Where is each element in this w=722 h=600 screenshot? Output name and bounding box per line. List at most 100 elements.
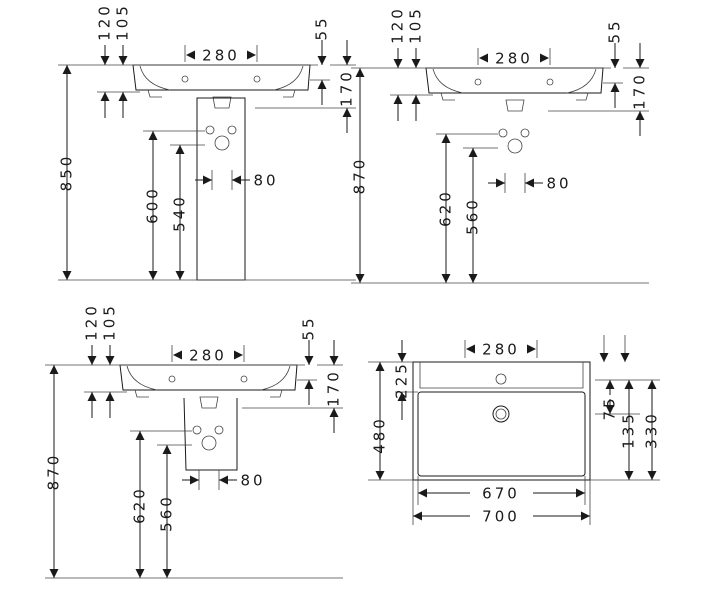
waste-hole-icon [201, 435, 217, 451]
waste-trap [505, 99, 525, 112]
depth-120-arrow-icon [87, 356, 97, 365]
rim-55-arrow-icon [317, 80, 327, 89]
tap-hole-icon [546, 78, 554, 86]
height-dimension-arrow-top-icon [355, 68, 365, 77]
plan-arrow-icon [599, 353, 609, 362]
supply-hole-icon [520, 128, 530, 138]
offset-80-arrow-icon [232, 175, 241, 185]
depth-170-arrow-icon [329, 356, 339, 365]
depth-170-label: 170 [338, 69, 356, 107]
supply-height-dimension-arrow-bottom-icon [148, 271, 158, 280]
offset-80-label: 80 [240, 472, 265, 490]
waste-height-dimension-arrow-top-icon [468, 148, 478, 157]
depth-120-arrow-icon [100, 92, 110, 101]
depth-105-arrow-icon [411, 59, 421, 68]
plan-depth-480-arrow-top-icon [375, 362, 385, 371]
plan-330-label: 330 [643, 411, 661, 449]
rim-55-label: 55 [313, 15, 331, 40]
waste-hole-icon [214, 135, 230, 151]
waste-height-dimension-label: 560 [158, 494, 176, 532]
waste-height-dimension-arrow-bottom-icon [175, 271, 185, 280]
depth-120-label: 120 [96, 3, 114, 41]
basin-outline [425, 67, 604, 94]
plan-280-label: 280 [482, 341, 520, 359]
plan-basin-bowl [417, 391, 586, 477]
supply-height-dimension-label: 620 [437, 189, 455, 227]
plan-225-arrow-icon [397, 392, 407, 401]
plan-135-arrow-top-icon [624, 380, 634, 389]
plan-135-arrow-bottom-icon [624, 471, 634, 480]
plan-75-arrow-icon [605, 405, 615, 414]
basin-bowl-contour [139, 65, 304, 91]
plan-280-arrow-icon [466, 344, 475, 354]
plan-700-arrow-icon [581, 511, 590, 521]
supply-hole-icon [227, 125, 237, 135]
offset-80-arrow-icon [496, 178, 505, 188]
supply-height-dimension-arrow-top-icon [148, 131, 158, 140]
width-280-arrow-icon [234, 350, 243, 360]
waste-height-dimension-label: 540 [171, 194, 189, 232]
tap-spacing-label: 280 [189, 347, 227, 365]
depth-170-arrow-icon [329, 408, 339, 417]
height-dimension-label: 870 [45, 453, 63, 491]
supply-hole-icon [498, 128, 508, 138]
tap-spacing-label: 280 [495, 50, 533, 68]
width-280-arrow-icon [247, 50, 256, 60]
plan-330-arrow-bottom-icon [647, 471, 657, 480]
basin-bowl-contour [432, 68, 597, 94]
tap-hole-icon [240, 375, 248, 383]
depth-120-arrow-icon [87, 392, 97, 401]
pedestal [196, 97, 246, 281]
waste-height-dimension-label: 560 [464, 197, 482, 235]
basin-feet [134, 389, 283, 398]
offset-80-arrow-icon [525, 178, 534, 188]
plan-depth-480-arrow-bottom-icon [375, 471, 385, 480]
elevation-view-half-pedestal [119, 364, 298, 471]
plan-75-arrow-icon [605, 380, 615, 389]
plan-330-arrow-top-icon [647, 380, 657, 389]
height-dimension-arrow-bottom-icon [355, 274, 365, 283]
height-dimension-arrow-top-icon [49, 365, 59, 374]
depth-170-arrow-icon [635, 111, 645, 120]
depth-120-label: 120 [389, 6, 407, 44]
depth-170-label: 170 [631, 72, 649, 110]
offset-80-arrow-icon [203, 175, 212, 185]
plan-outer-outline [412, 361, 591, 481]
plan-670-arrow-icon [576, 488, 585, 498]
supply-hole-icon [192, 425, 202, 435]
depth-120-arrow-icon [393, 59, 403, 68]
rim-55-label: 55 [300, 315, 318, 340]
height-dimension-arrow-bottom-icon [49, 569, 59, 578]
waste-height-dimension-arrow-bottom-icon [468, 274, 478, 283]
waste-height-dimension-arrow-bottom-icon [162, 569, 172, 578]
waste-height-dimension-arrow-top-icon [162, 445, 172, 454]
plan-deck [419, 362, 584, 389]
waste-height-dimension-arrow-top-icon [175, 145, 185, 154]
height-dimension-arrow-bottom-icon [62, 271, 72, 280]
depth-105-label: 105 [407, 6, 425, 44]
supply-hole-icon [214, 425, 224, 435]
rim-55-label: 55 [606, 18, 624, 43]
plan-225-label: 225 [393, 361, 411, 399]
supply-hole-icon [205, 125, 215, 135]
basin-outline [132, 64, 311, 91]
plan-280-arrow-icon [527, 344, 536, 354]
offset-80-arrow-icon [190, 475, 199, 485]
elevation-view-pedestal [132, 64, 311, 281]
supply-height-dimension-arrow-top-icon [441, 134, 451, 143]
width-280-arrow-icon [479, 53, 488, 63]
basin-feet [440, 92, 589, 101]
tap-hole-icon [474, 78, 482, 86]
width-280-arrow-icon [173, 350, 182, 360]
rim-55-arrow-icon [317, 56, 327, 65]
plan-135-label: 135 [620, 411, 638, 449]
offset-80-arrow-icon [219, 475, 228, 485]
width-280-arrow-icon [540, 53, 549, 63]
supply-height-dimension-arrow-top-icon [135, 431, 145, 440]
rim-55-arrow-icon [304, 356, 314, 365]
half-pedestal [183, 397, 238, 471]
plan-670-arrow-icon [418, 488, 427, 498]
supply-height-dimension-label: 600 [144, 186, 162, 224]
height-dimension-arrow-top-icon [62, 65, 72, 74]
depth-105-arrow-icon [105, 392, 115, 401]
